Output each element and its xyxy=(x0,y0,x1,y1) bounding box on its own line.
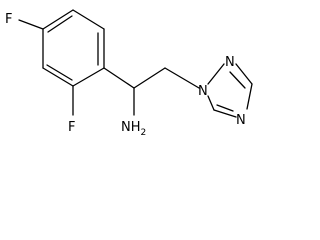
fluorine-label-bottom: F xyxy=(68,120,75,135)
triazole-n2-label: N xyxy=(225,55,235,70)
bond-ring-1 xyxy=(72,9,105,30)
bond-ring-to-ch xyxy=(103,67,135,89)
bond-c5-n1 xyxy=(207,95,215,111)
triazole-ring xyxy=(207,63,253,118)
bond-ch2-to-triazole xyxy=(164,67,200,89)
amine-text: NH xyxy=(121,120,141,135)
bond-ring-4-inner xyxy=(46,64,73,81)
bond-n4-c5-inner xyxy=(216,104,234,112)
fluorine-label-top: F xyxy=(5,12,12,27)
bond-ring-6-inner xyxy=(47,15,73,33)
bond-c3-n4 xyxy=(246,83,253,110)
structure-diagram: F F NH2 N N N xyxy=(5,9,253,138)
bond-ch-to-ch2 xyxy=(133,67,166,89)
triazole-n1-label: N xyxy=(198,84,208,99)
bond-c-f-top xyxy=(18,19,44,30)
bond-n2-c3-inner xyxy=(229,71,246,89)
bond-n4-c5 xyxy=(213,109,237,118)
benzene-ring xyxy=(42,9,105,87)
bond-ring-6 xyxy=(42,9,74,30)
triazole-n4-label: N xyxy=(236,113,246,128)
bond-ring-4 xyxy=(42,67,74,87)
amine-label: NH2 xyxy=(121,120,146,138)
bond-n1-n2 xyxy=(207,63,225,85)
bond-n2-c3 xyxy=(235,63,253,85)
amine-subscript: 2 xyxy=(141,128,147,138)
structure-canvas: F F NH2 N N N xyxy=(5,9,253,138)
bond-ring-3 xyxy=(72,67,105,87)
